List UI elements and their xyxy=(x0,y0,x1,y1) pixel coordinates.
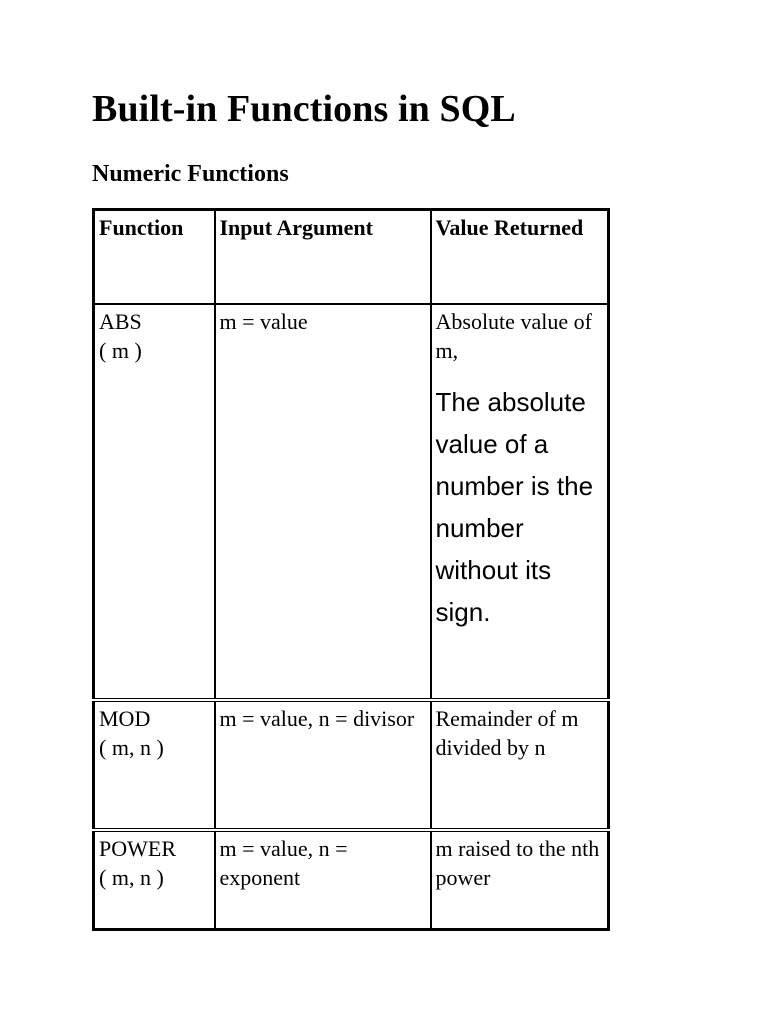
value-returned-note: The absolute value of a number is the nu… xyxy=(435,387,594,627)
value-returned-text: m raised to the nth power xyxy=(435,836,600,890)
cell-function-mod: MOD ( m, n ) xyxy=(92,700,216,832)
input-argument-text: m = value, n = divisor xyxy=(219,706,415,731)
function-signature: POWER ( m, n ) xyxy=(99,836,176,890)
value-returned-text: Remainder of m divided by n xyxy=(435,706,579,760)
table-row: POWER ( m, n ) m = value, n = exponent m… xyxy=(92,830,610,930)
cell-input-argument-mod: m = value, n = divisor xyxy=(213,700,432,832)
input-argument-text: m = value xyxy=(219,309,308,334)
input-argument-text: m = value, n = exponent xyxy=(219,836,348,890)
cell-value-returned-power: m raised to the nth power xyxy=(429,830,610,930)
table-row: ABS ( m ) m = value Absolute value of m,… xyxy=(92,304,610,702)
cell-input-argument-power: m = value, n = exponent xyxy=(213,830,432,930)
table-row: MOD ( m, n ) m = value, n = divisor Rema… xyxy=(92,700,610,832)
table-header: Function Input Argument Value Returned xyxy=(92,209,610,305)
page-title: Built-in Functions in SQL xyxy=(92,88,516,130)
section-heading-numeric-functions: Numeric Functions xyxy=(92,161,289,187)
column-header-input-argument: Input Argument xyxy=(213,209,432,305)
table-header-row: Function Input Argument Value Returned xyxy=(92,209,610,305)
function-signature: MOD ( m, n ) xyxy=(99,706,164,760)
column-header-function: Function xyxy=(92,209,216,305)
cell-value-returned-mod: Remainder of m divided by n xyxy=(429,700,610,832)
numeric-functions-table: Function Input Argument Value Returned A… xyxy=(92,208,610,931)
column-header-value-returned: Value Returned xyxy=(429,209,610,305)
value-returned-text: Absolute value of m, xyxy=(435,309,592,363)
table-body: ABS ( m ) m = value Absolute value of m,… xyxy=(92,304,610,930)
cell-input-argument-abs: m = value xyxy=(213,304,432,702)
functions-table-container: Function Input Argument Value Returned A… xyxy=(92,208,610,931)
function-signature: ABS ( m ) xyxy=(99,309,142,363)
cell-value-returned-abs: Absolute value of m, The absolute value … xyxy=(429,304,610,702)
cell-function-abs: ABS ( m ) xyxy=(92,304,216,702)
cell-function-power: POWER ( m, n ) xyxy=(92,830,216,930)
